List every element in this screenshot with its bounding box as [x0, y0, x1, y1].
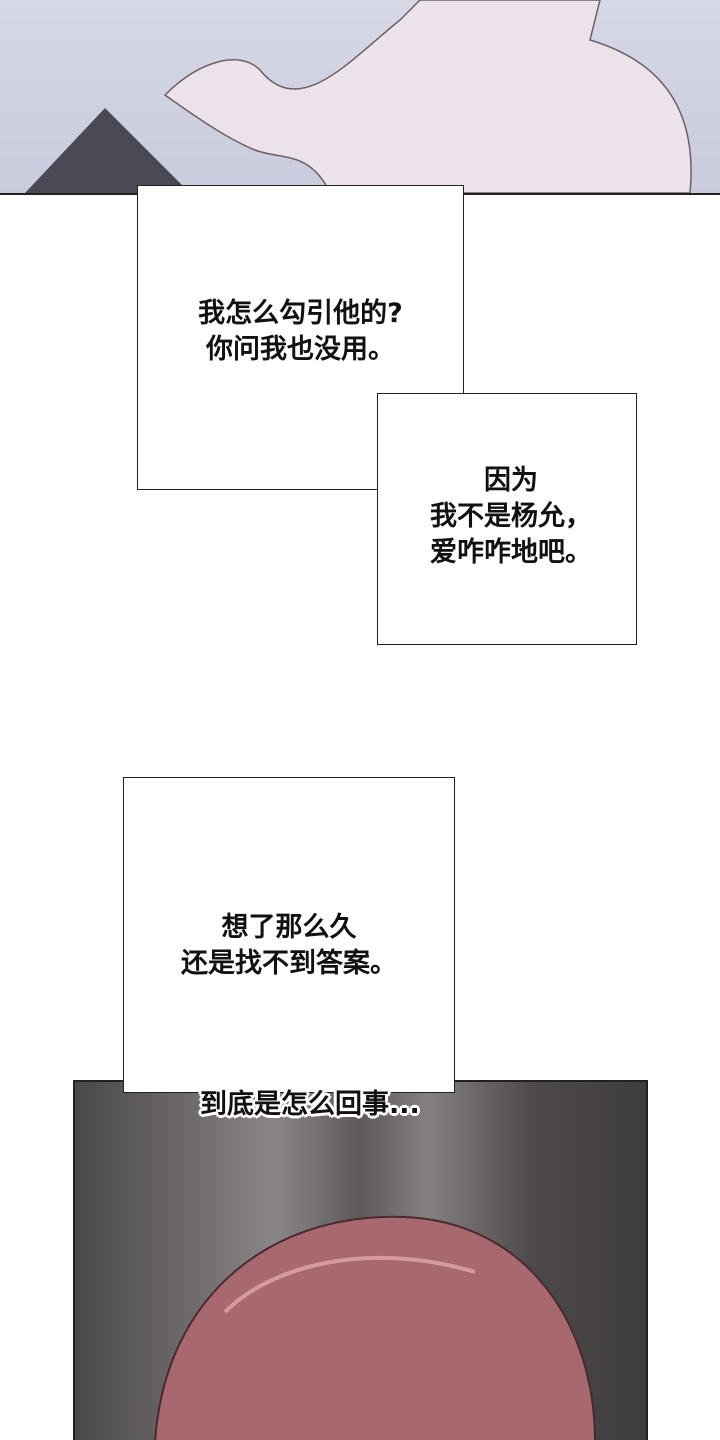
character-illustration: [25, 0, 692, 193]
speech-line: 我怎么勾引他的?: [198, 298, 403, 329]
speech-line: 还是找不到答案。: [181, 948, 397, 979]
sound-effect-text: 到底是怎么回事...: [200, 1089, 420, 1120]
speech-line: 因为: [484, 465, 538, 496]
comic-panel-bottom: [73, 1080, 648, 1440]
speech-text-2: 因为 我不是杨允， 爱咋咋地吧。: [377, 463, 645, 571]
speech-text-1: 我怎么勾引他的? 你问我也没用。: [137, 296, 464, 368]
speech-line: 我不是杨允，: [430, 501, 592, 532]
speech-text-3: 想了那么久 还是找不到答案。: [123, 910, 455, 982]
character-illustration: [154, 1215, 596, 1440]
speech-line: 爱咋咋地吧。: [430, 537, 592, 568]
speech-line: 你问我也没用。: [206, 334, 395, 365]
speech-box-3: [123, 777, 455, 1093]
speech-line: 想了那么久: [221, 912, 357, 943]
comic-panel-top: [0, 0, 720, 195]
